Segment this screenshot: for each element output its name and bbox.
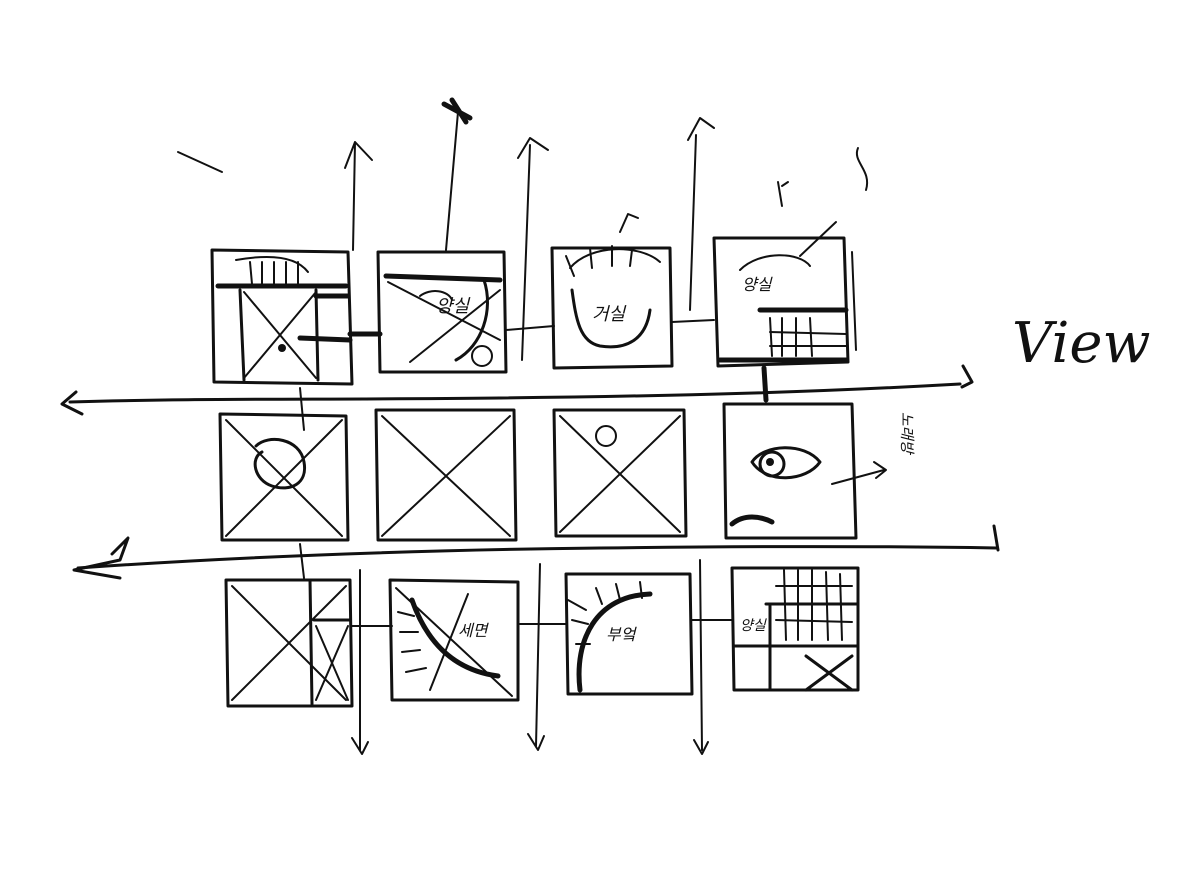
note-right: 노래방 bbox=[898, 412, 916, 456]
room-label-c: 양실 bbox=[742, 275, 773, 294]
room-box-r3c4: 양실 bbox=[732, 568, 858, 690]
room-box-r1c3: 거실 bbox=[552, 246, 672, 368]
room-label-e: 부엌 bbox=[606, 625, 638, 644]
room-box-r2c4: 노래방 bbox=[724, 404, 916, 538]
room-label-a: 양실 bbox=[436, 296, 471, 317]
room-box-r1c2: 양실 bbox=[378, 252, 506, 372]
room-box-r3c3: 부엌 bbox=[566, 574, 692, 694]
room-label-d: 세면 bbox=[458, 621, 490, 640]
room-box-r2c3 bbox=[554, 410, 686, 536]
room-box-r2c2 bbox=[376, 410, 516, 540]
room-label-b: 거실 bbox=[592, 304, 627, 325]
room-label-f: 양실 bbox=[740, 618, 767, 634]
view-circulation-top bbox=[62, 366, 972, 414]
room-box-r3c1 bbox=[226, 544, 352, 706]
room-box-r1c1 bbox=[212, 250, 352, 384]
room-box-r1c4: 양실 bbox=[714, 148, 867, 366]
room-box-r2c1 bbox=[220, 388, 348, 540]
view-label: View bbox=[1012, 311, 1150, 376]
row3-circulation bbox=[352, 560, 732, 754]
room-box-r3c2: 세면 bbox=[390, 580, 518, 700]
